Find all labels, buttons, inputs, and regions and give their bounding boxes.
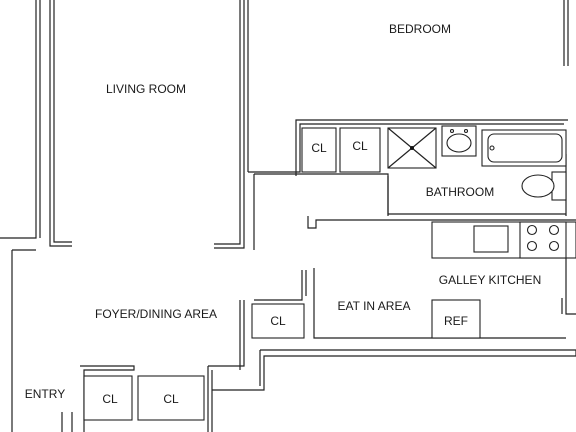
label-closet-bath-1: CL [311,141,327,155]
label-closet-foyer: CL [270,314,286,328]
fixtures [83,125,576,421]
fixture-labels: CL CL CL CL CL REF [102,139,468,406]
label-entry: ENTRY [25,387,65,401]
refrigerator [431,299,481,339]
bathroom-sink-icon [441,125,477,157]
label-foyer-dining: FOYER/DINING AREA [95,307,217,321]
kitchen-sink-icon [473,225,509,253]
closet-bath-1 [301,127,337,173]
stove-icon [519,221,567,259]
closet-bath-2 [339,127,381,173]
shower-icon [387,127,437,169]
closet-foyer [251,303,305,339]
closet-entry-1 [83,375,133,421]
toilet-icon [521,171,567,201]
closet-entry-2 [137,375,205,421]
label-bathroom: BATHROOM [426,185,494,199]
bathtub-icon [481,129,567,167]
label-living-room: LIVING ROOM [106,82,186,96]
label-eat-in-area: EAT IN AREA [338,299,411,313]
label-closet-entry-1: CL [102,392,118,406]
room-labels: BEDROOM LIVING ROOM BATHROOM GALLEY KITC… [25,22,541,401]
label-refrigerator: REF [444,314,468,328]
label-closet-bath-2: CL [352,139,368,153]
label-bedroom: BEDROOM [389,22,451,36]
kitchen-counter [431,221,576,259]
label-galley-kitchen: GALLEY KITCHEN [439,273,541,287]
label-closet-entry-2: CL [163,392,179,406]
